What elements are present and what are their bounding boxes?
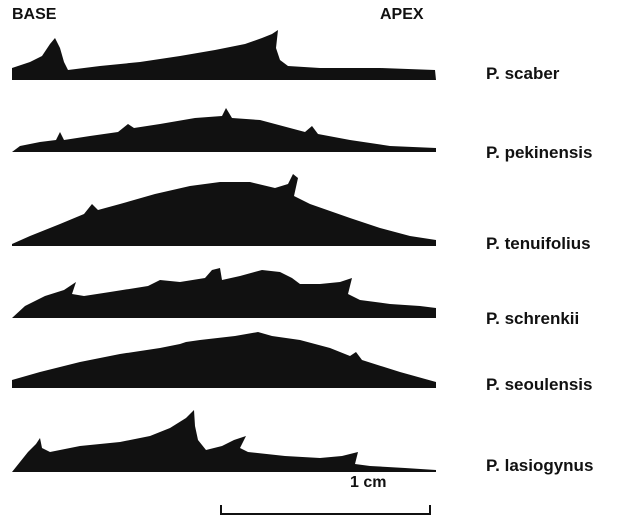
species-label-schrenkii: P. schrenkii [486, 309, 579, 329]
species-label-pekinensis: P. pekinensis [486, 143, 592, 163]
scale-bar [221, 505, 430, 514]
species-label-tenuifolius: P. tenuifolius [486, 234, 591, 254]
silhouette-pekinensis [12, 108, 436, 152]
silhouette-lasiogynus [12, 410, 436, 472]
species-label-lasiogynus: P. lasiogynus [486, 456, 593, 476]
silhouette-schrenkii [12, 268, 436, 318]
scale-bar-label: 1 cm [350, 474, 386, 492]
silhouette-seoulensis [12, 332, 436, 388]
species-label-seoulensis: P. seoulensis [486, 375, 592, 395]
species-label-scaber: P. scaber [486, 64, 559, 84]
silhouette-tenuifolius [12, 174, 436, 246]
silhouette-scaber [12, 30, 436, 80]
